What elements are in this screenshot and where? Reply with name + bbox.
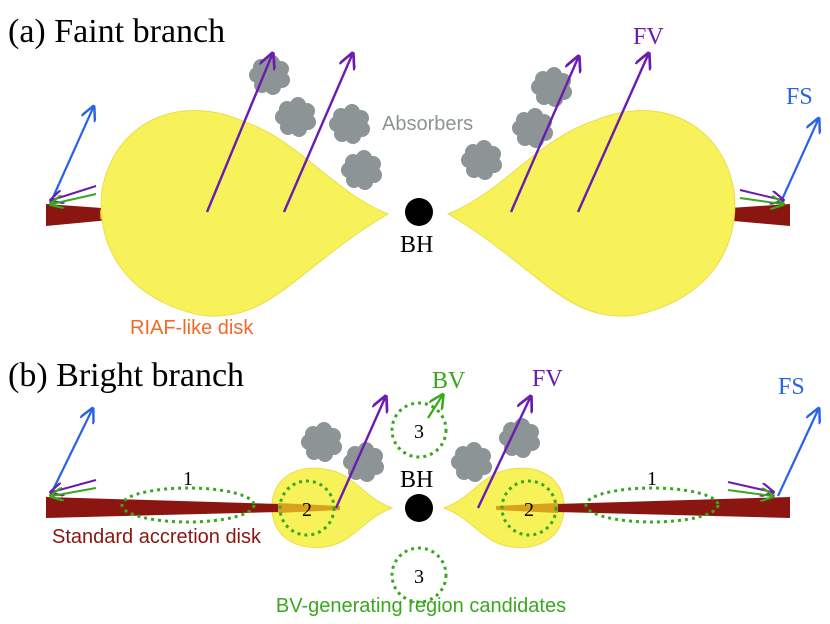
absorber-cloud-icon [451,442,492,482]
transition-zone-left-bright [278,503,340,513]
arrow-icon [52,185,97,200]
arrow-icon [476,398,530,509]
candidate-region-1-left [120,486,256,524]
region-number: 1 [183,468,193,490]
panel-faint: (a) Faint branch Absorbers BH [8,13,818,339]
arrow-icon [282,55,352,213]
candidate-region-2-right [500,479,558,537]
absorber-cloud-icon [341,150,382,190]
fv-label-faint: FV [633,24,664,50]
arrow-icon [739,198,782,204]
standard-disk-label: Standard accretion disk [52,526,262,548]
absorber-cloud-icon [275,97,316,137]
arrow-icon [576,55,648,213]
region-number: 2 [524,499,534,521]
candidate-region-2-left [278,479,336,537]
absorber-cloud-icon [461,140,502,180]
fv-arrows-faint [205,55,648,213]
arrow-icon [52,487,97,496]
riaf-disk-left [100,110,390,317]
arrow-icon [509,58,578,213]
region-number: 3 [414,566,424,588]
region-numbers: 1 2 3 3 2 1 [183,421,657,588]
candidate-region-3-bottom [390,546,448,604]
arrow-icon [727,490,772,496]
bh-label-bright: BH [400,467,433,493]
region-number: 2 [302,499,312,521]
black-hole-icon [405,494,433,522]
region-number: 3 [414,421,424,443]
panel-bright-title: (b) Bright branch [8,357,244,394]
panel-bright: (b) Bright branch BH FV BV FS [8,357,818,617]
absorbers-label: Absorbers [382,113,473,135]
candidate-region-3-top [390,401,448,459]
transition-zone-right-bright [496,503,558,513]
arrow-icon [48,108,93,205]
standard-disk-right [556,497,790,518]
fv-arrows-bright [334,398,530,509]
arrow-icon [777,410,818,497]
standard-disk-left [46,497,280,518]
arrow-icon [52,193,97,204]
fv-label-bright: FV [532,366,563,392]
panel-faint-title: (a) Faint branch [8,13,225,50]
black-hole-icon [405,198,433,226]
arrow-icon [778,120,818,205]
riaf-disk-label: RIAF-like disk [130,317,254,339]
candidate-region-1-right [584,486,720,524]
region-number: 1 [647,468,657,490]
absorber-cloud-icon [301,422,342,462]
riaf-disk-right [446,110,736,317]
fs-label-faint: FS [786,84,813,110]
bv-label: BV [432,368,466,394]
arrow-icon [334,398,385,509]
absorber-cloud-icon [329,104,370,144]
arrow-icon [49,410,92,497]
candidate-regions [120,401,720,604]
arrow-icon [205,55,272,213]
bh-label-faint: BH [400,232,433,258]
arrow-icon [427,396,442,419]
fs-label-bright: FS [778,374,805,400]
candidates-label: BV-generating region candidates [276,595,566,617]
